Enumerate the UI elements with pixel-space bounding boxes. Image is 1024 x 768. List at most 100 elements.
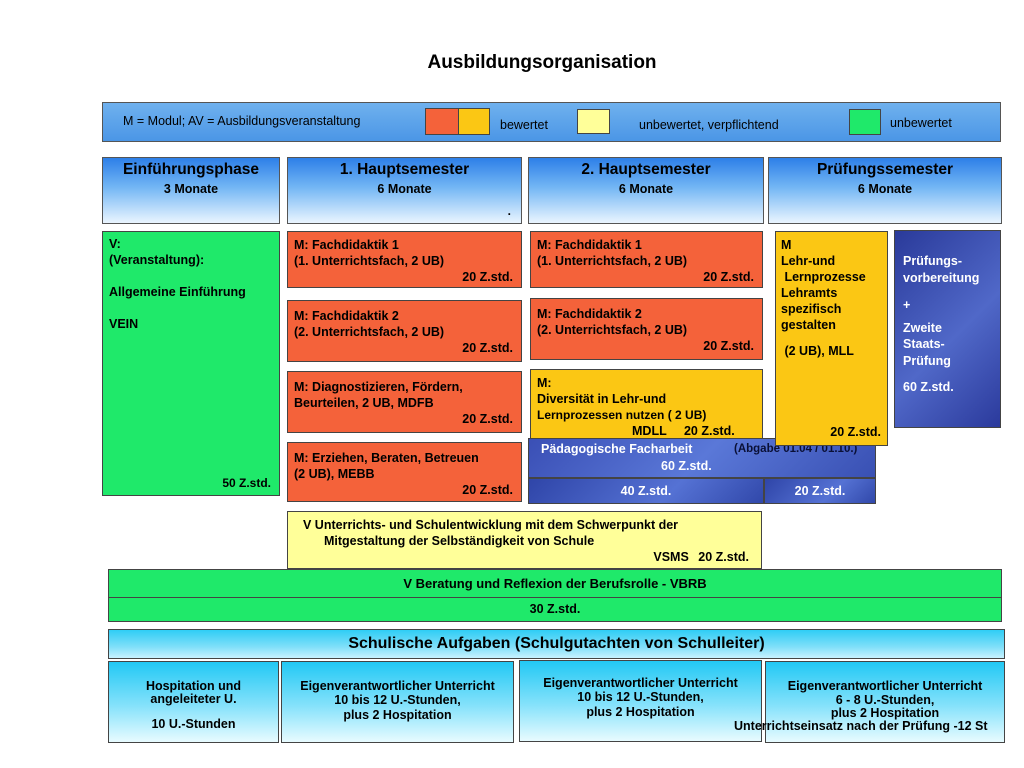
box-line: Mitgestaltung der Selbständigkeit von Sc… [324,534,595,548]
event-vbrb: V Beratung und Reflexion der Berufsrolle… [108,569,1002,598]
module-sem1-mebb: M: Erziehen, Beraten, Betreuen (2 UB), M… [287,442,522,502]
box-line: 6 - 8 U.-Stunden, [835,692,935,707]
box-line: Eigenverantwortlicher Unterricht [543,676,738,690]
legend-swatch-green [849,109,881,135]
phase-exam: Prüfungssemester 6 Monate [768,157,1002,224]
box-line: M: Fachdidaktik 1 [537,238,642,252]
legend-swatch-paleyellow [577,109,610,134]
module-sem1-fachdidaktik-1: M: Fachdidaktik 1 (1. Unterrichtsfach, 2… [287,231,522,288]
box-line: gestalten [781,318,836,332]
box-hours: 20 Z.std. [462,341,513,355]
module-sem1-mdfb: M: Diagnostizieren, Fördern, Beurteilen,… [287,371,522,433]
box-hours: 20 Z.std. [703,339,754,353]
box-line: Prüfungs- [903,254,963,268]
box-code-line: MDLL 20 Z.std. [537,423,756,439]
phase-title: Einführungsphase [122,161,260,178]
school-task-box: Eigenverantwortlicher Unterricht 10 bis … [281,661,514,743]
box-line: + [903,298,911,312]
box-line: angeleiteter U. [150,692,237,706]
box-line: M: [537,376,552,390]
box-hours: 20 Z.std. [703,270,754,284]
box-line: (2 UB), MLL [781,344,854,358]
box-line: (2. Unterrichtsfach, 2 UB) [537,323,688,337]
box-line: Eigenverantwortlicher Unterricht [787,679,983,693]
box-line: Zweite [903,320,942,335]
phase-semester-2: 2. Hauptsemester 6 Monate [528,157,764,224]
facharbeit-split-a: 40 Z.std. [528,478,764,504]
phase-title: 1. Hauptsemester [339,161,470,178]
box-line: 60 Z.std. [903,380,954,394]
legend-swatch-yellow [458,108,490,135]
box-line: V: [109,237,121,251]
box-line: plus 2 Hospitation [586,705,695,719]
school-task-box: Eigenverantwortlicher Unterricht 10 bis … [519,660,762,742]
event-vsms: V Unterrichts- und Schulentwicklung mit … [287,511,762,569]
module-code: MDLL [632,424,667,438]
legend-abbrev: M = Modul; AV = Ausbildungsveranstaltung [123,114,361,128]
box-line: Staats- [903,337,945,351]
box-line [109,300,273,316]
box-line: Beurteilen, 2 UB, MDFB [294,396,434,410]
phase-note: . [507,204,511,218]
facharbeit-split-b: 20 Z.std. [764,478,876,504]
module-exam-mll: M Lehr-und Lernprozesse Lehramts spezifi… [775,231,888,446]
legend-swatch-red [425,108,459,135]
module-sem2-mdll: M: Diversität in Lehr-und Lernprozessen … [530,369,763,440]
box-line: M: Diagnostizieren, Fördern, [294,380,463,394]
box-line: vorbereitung [903,270,980,285]
module-sem1-fachdidaktik-2: M: Fachdidaktik 2 (2. Unterrichtsfach, 2… [287,300,522,362]
box-line: V Unterrichts- und Schulentwicklung mit … [303,518,679,532]
page-title: Ausbildungsorganisation [427,52,657,73]
legend-graded-label: bewertet [500,118,548,132]
box-line: 10 U.-Stunden [151,717,236,731]
box-line [109,268,273,284]
phase-duration: 6 Monate [618,182,674,196]
facharbeit-title: Pädagogische Facharbeit [541,442,693,456]
box-hours: 20 Z.std. [462,270,513,284]
school-task-box: Eigenverantwortlicher Unterricht 6 - 8 U… [765,661,1005,743]
box-line: M: Fachdidaktik 2 [294,309,399,323]
box-hours: 20 Z.std. [683,424,735,438]
box-code-line: VSMS 20 Z.std. [300,549,749,565]
exam-preparation-box: Prüfungs- vorbereitung + Zweite Staats- … [894,230,1001,428]
school-task-box: Hospitation und angeleiteter U. 10 U.-St… [108,661,279,743]
phase-title: Prüfungssemester [816,161,954,178]
box-line: Lernprozesse [781,270,866,284]
box-hours: 20 Z.std. [462,412,513,426]
box-hours: 20 Z.std. [698,550,749,564]
event-code: VSMS [653,550,689,564]
box-line [781,333,882,343]
box-hours: 20 Z.std. [462,483,513,497]
legend-ungraded-label: unbewertet [890,116,952,130]
box-line: 10 bis 12 U.-Stunden, [577,689,704,704]
box-line: Diversität in Lehr-und [537,392,667,406]
box-hours: 50 Z.std. [222,476,271,490]
box-line [903,286,992,297]
phase-intro: Einführungsphase 3 Monate [102,157,280,224]
box-line: 10 bis 12 U.-Stunden, [334,692,461,707]
school-tasks-header: Schulische Aufgaben (Schulgutachten von … [108,629,1005,659]
box-line: M: Fachdidaktik 2 [537,307,642,321]
box-line [903,369,992,379]
box-line: (1. Unterrichtsfach, 2 UB) [294,254,445,268]
phase-duration: 6 Monate [857,182,913,196]
module-sem2-fachdidaktik-1: M: Fachdidaktik 1 (1. Unterrichtsfach, 2… [530,231,763,288]
box-line: plus 2 Hospitation [343,708,452,722]
box-line: Prüfung [903,353,951,368]
phase-duration: 6 Monate [377,182,432,196]
box-line: Hospitation und [145,679,242,693]
box-line: Allgemeine Einführung [109,285,246,299]
box-line: VEIN [109,317,139,331]
box-line: (2 UB), MEBB [294,467,375,481]
box-line: Lernprozessen nutzen ( 2 UB) [537,408,707,422]
box-line: (1. Unterrichtsfach, 2 UB) [537,254,688,268]
phase-duration: 3 Monate [163,182,219,196]
legend-bar: M = Modul; AV = Ausbildungsveranstaltung… [102,102,1001,142]
phase-semester-1: 1. Hauptsemester 6 Monate . [287,157,522,224]
school-task-extra-line: Unterrichtseinsatz nach der Prüfung -12 … [734,719,988,733]
box-hours: 20 Z.std. [830,425,881,439]
facharbeit-note: (Abgabe 01.04 / 01.10.) [734,443,858,455]
box-line: Lehramts [781,286,838,300]
phase-title: 2. Hauptsemester [581,161,711,178]
module-sem2-fachdidaktik-2: M: Fachdidaktik 2 (2. Unterrichtsfach, 2… [530,298,763,360]
